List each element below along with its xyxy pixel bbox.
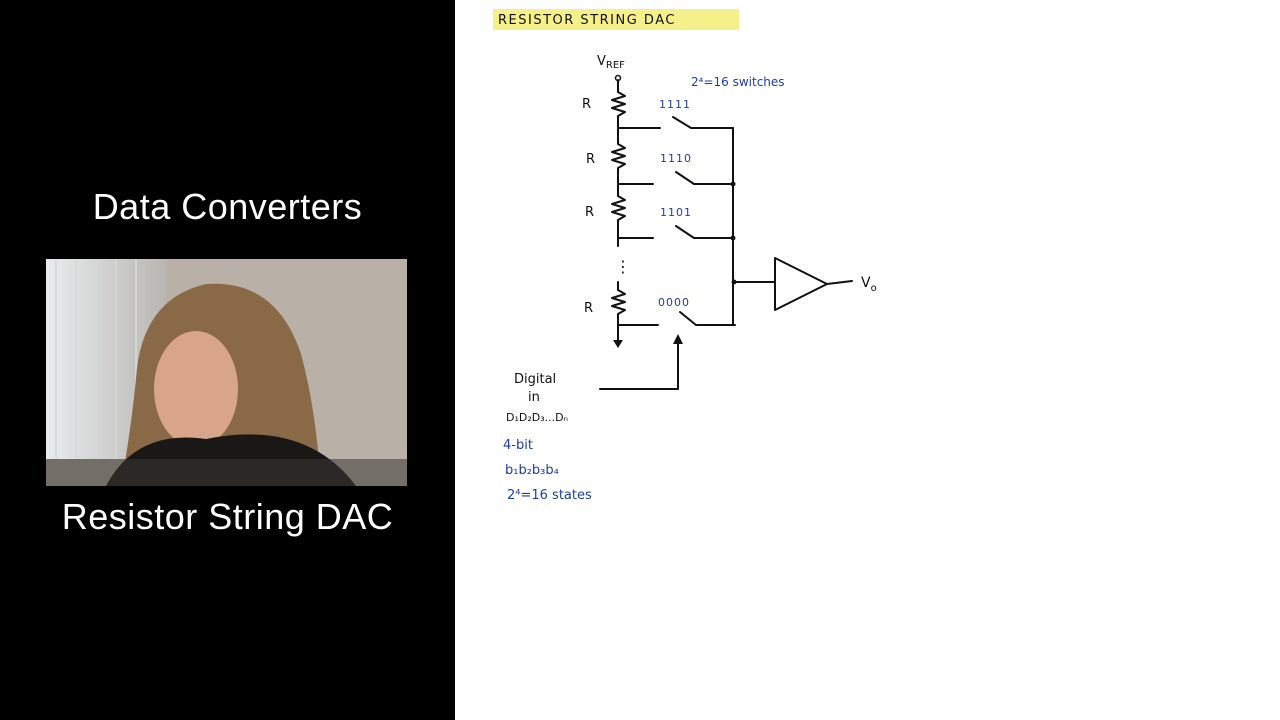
switch-code-0000: 0000 — [658, 296, 690, 309]
note-bits: b₁b₂b₃b₄ — [505, 463, 559, 478]
bus-node-1110 — [730, 181, 736, 187]
course-title: Data Converters — [92, 186, 363, 227]
resistor-ellipsis: ⋮ — [615, 257, 631, 276]
switch-code-1101: 1101 — [660, 206, 692, 219]
resistor-3-label: R — [585, 205, 594, 220]
note-bit-width: 4-bit — [503, 438, 533, 453]
bus-node-1101 — [730, 235, 736, 241]
resistor-1 — [611, 87, 626, 129]
whiteboard: RESISTOR STRING DAC VREF 2⁴=16 switches … — [455, 0, 1280, 720]
switch-code-1110: 1110 — [660, 152, 692, 165]
digital-in-arrowhead — [673, 334, 683, 344]
resistor-4 — [611, 281, 626, 341]
switch-1110 — [617, 171, 734, 185]
ground-symbol — [613, 340, 623, 348]
webcam-scene — [46, 259, 407, 486]
switch-1101 — [617, 225, 734, 239]
left-panel: Data Converters Resistor String DAC — [0, 0, 455, 720]
lecture-title: Resistor String DAC — [61, 496, 394, 537]
switch-count-note: 2⁴=16 switches — [691, 75, 785, 89]
digital-in-label-line1: Digital — [514, 372, 556, 387]
title-highlight — [493, 9, 739, 30]
webcam-video — [46, 259, 407, 486]
switch-0000 — [617, 311, 736, 326]
resistor-3 — [611, 183, 626, 239]
digital-in-label-line2: in — [528, 390, 540, 405]
amp-output-wire — [826, 280, 853, 285]
note-state-count: 2⁴=16 states — [507, 488, 592, 503]
digital-bits-label: D₁D₂D₃...Dₙ — [506, 411, 568, 424]
resistor-1-label: R — [582, 97, 591, 112]
resistor-2 — [611, 127, 626, 185]
resistor-2-label: R — [586, 152, 595, 167]
switch-1111 — [617, 116, 734, 129]
vref-label: VREF — [597, 54, 625, 71]
diagram-title: RESISTOR STRING DAC — [498, 13, 676, 28]
switch-code-1111: 1111 — [659, 98, 691, 111]
frame-bottom-band — [46, 459, 407, 486]
buffer-amplifier — [774, 257, 828, 311]
resistor-4-label: R — [584, 301, 593, 316]
resistor-string-dac-diagram: RESISTOR STRING DAC VREF 2⁴=16 switches … — [493, 9, 877, 503]
digital-in-wire — [599, 341, 679, 390]
face — [154, 331, 238, 447]
output-voltage-label: Vo — [861, 275, 877, 294]
